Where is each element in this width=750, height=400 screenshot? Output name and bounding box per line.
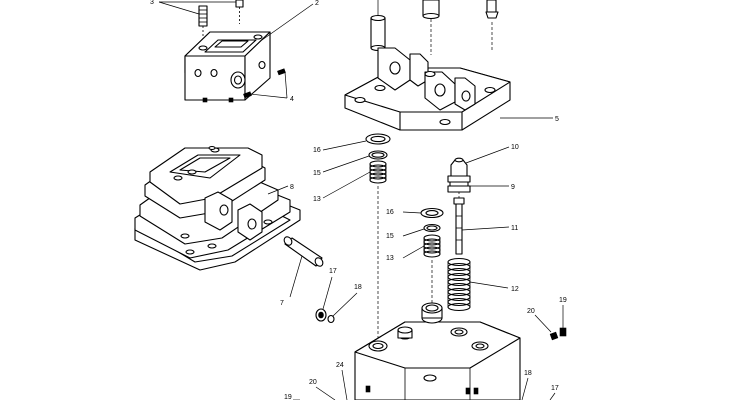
callout-labels: 3 2 4 5 16 15 13 8 7 10 9 11 12 16 15 13… <box>150 0 567 400</box>
spring-part-12 <box>447 257 471 312</box>
callout-8: 8 <box>290 184 294 191</box>
callout-11: 11 <box>511 225 518 232</box>
fitting-part-17-left <box>315 308 327 322</box>
callout-9: 9 <box>511 184 515 191</box>
flange-block-part-5 <box>344 47 511 131</box>
callout-24: 24 <box>336 362 344 369</box>
spring-part-13 <box>369 160 387 184</box>
seal-stack-left <box>365 133 391 340</box>
callout-17a: 17 <box>329 268 337 275</box>
callout-19a: 19 <box>559 297 567 304</box>
upper-valve-block <box>184 0 286 103</box>
plug-part-4 <box>243 68 286 99</box>
callout-12: 12 <box>511 286 519 293</box>
callout-2: 2 <box>315 0 319 7</box>
callout-16a: 16 <box>313 147 321 154</box>
callout-18a: 18 <box>354 284 362 291</box>
callout-7: 7 <box>280 300 284 307</box>
callout-17b: 17 <box>551 385 559 392</box>
callout-13a: 13 <box>313 196 321 203</box>
callout-18b: 18 <box>524 370 532 377</box>
seal-stack-right <box>420 207 444 308</box>
upper-pins <box>370 0 499 55</box>
screw-part-3 <box>198 0 244 44</box>
callout-19b: 19 <box>284 394 292 400</box>
callout-13b: 13 <box>386 255 394 262</box>
spring-part-13-right <box>423 234 441 258</box>
callout-3: 3 <box>150 0 154 6</box>
leader-lines <box>158 1 564 400</box>
fitting-part-20-right <box>549 331 559 341</box>
spool-part-11 <box>453 197 465 255</box>
main-valve-body <box>354 302 521 400</box>
cover-gasket-stack-part-8 <box>134 145 301 271</box>
fitting-part-19-right <box>559 327 567 337</box>
pin-part-7 <box>283 236 324 267</box>
callout-16b: 16 <box>386 209 394 216</box>
callout-4: 4 <box>290 96 294 103</box>
callout-15a: 15 <box>313 170 321 177</box>
callout-15b: 15 <box>386 233 394 240</box>
spool-assembly <box>447 157 471 312</box>
callout-10: 10 <box>511 144 519 151</box>
callout-20b: 20 <box>309 379 317 386</box>
callout-5: 5 <box>555 116 559 123</box>
ring-part-18-left <box>327 314 335 324</box>
callout-20a: 20 <box>527 308 535 315</box>
